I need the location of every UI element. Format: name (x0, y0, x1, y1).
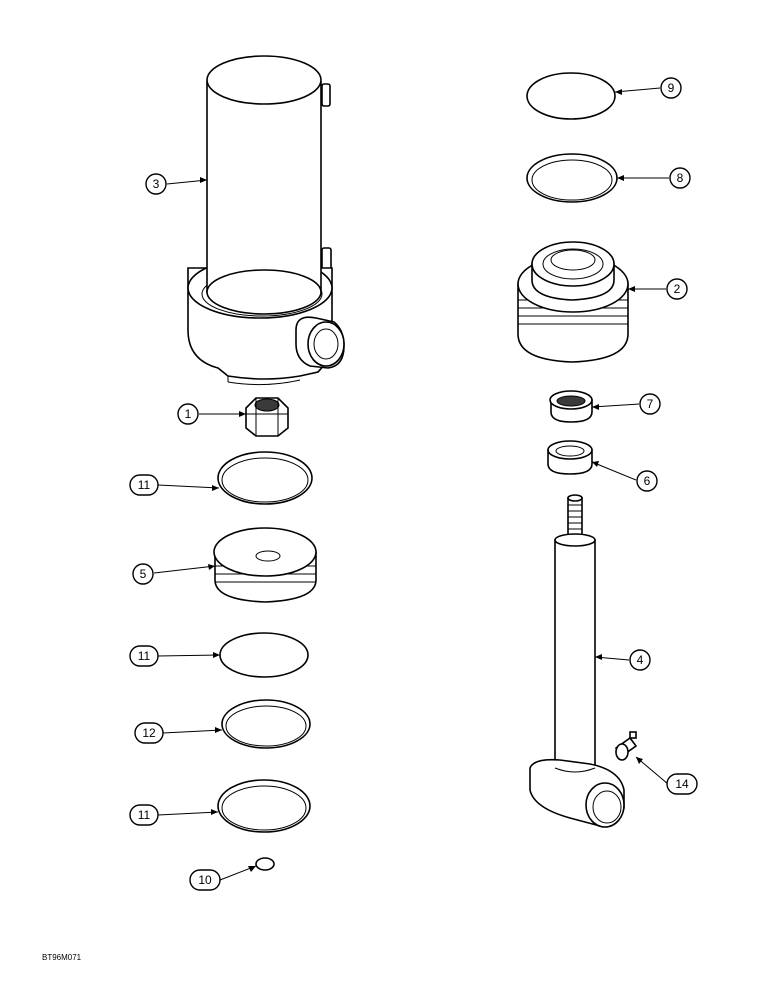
callout-11b-label: 11 (138, 808, 151, 822)
part-9-o-ring (526, 72, 616, 120)
part-6-bushing (547, 440, 593, 475)
callout-12: 11 (129, 645, 159, 667)
part-3-cylinder-barrel (187, 55, 345, 386)
callout-2-label: 2 (674, 282, 681, 296)
callout-1-label: 1 (185, 407, 192, 421)
callout-5-label: 5 (140, 567, 147, 581)
callout-6: 6 (636, 470, 658, 492)
callout-14: 14 (666, 773, 698, 795)
callout-4: 4 (629, 649, 651, 671)
part-12-o-ring (219, 632, 309, 678)
part-8-ring (526, 153, 618, 203)
callout-2: 2 (666, 278, 688, 300)
callout-14-label: 14 (675, 777, 689, 791)
part-13-ring (221, 699, 311, 749)
part-11-ring-lower (217, 779, 311, 833)
part-4-piston-rod (529, 494, 625, 828)
callout-9: 9 (660, 77, 682, 99)
callout-13: 12 (134, 722, 164, 744)
part-5-piston (213, 527, 317, 603)
part-10-small-o-ring (255, 857, 275, 871)
callout-5: 5 (132, 563, 154, 585)
callout-13-label: 12 (142, 726, 156, 740)
part-1-nut (245, 397, 289, 437)
callout-7-label: 7 (647, 397, 654, 411)
callout-7: 7 (639, 393, 661, 415)
callout-11a: 11 (129, 474, 159, 496)
part-2-gland (517, 241, 629, 363)
document-code: BT96M071 (42, 953, 82, 962)
callout-6-label: 6 (644, 474, 651, 488)
callout-3: 3 (145, 173, 167, 195)
callout-3-label: 3 (153, 177, 160, 191)
callout-12-label: 11 (138, 649, 151, 663)
callout-11b: 11 (129, 804, 159, 826)
callout-8-label: 8 (677, 171, 684, 185)
callout-10-label: 10 (198, 873, 212, 887)
callout-1: 1 (177, 403, 199, 425)
callout-8: 8 (669, 167, 691, 189)
callout-4-label: 4 (637, 653, 644, 667)
part-11-ring-upper (217, 451, 313, 505)
callout-9-label: 9 (668, 81, 675, 95)
leader-lines (153, 87, 669, 881)
callout-10: 10 (189, 869, 221, 891)
part-7-wiper-seal (549, 390, 593, 423)
callout-11a-label: 11 (138, 478, 151, 492)
part-14-grease-fitting (614, 731, 638, 761)
